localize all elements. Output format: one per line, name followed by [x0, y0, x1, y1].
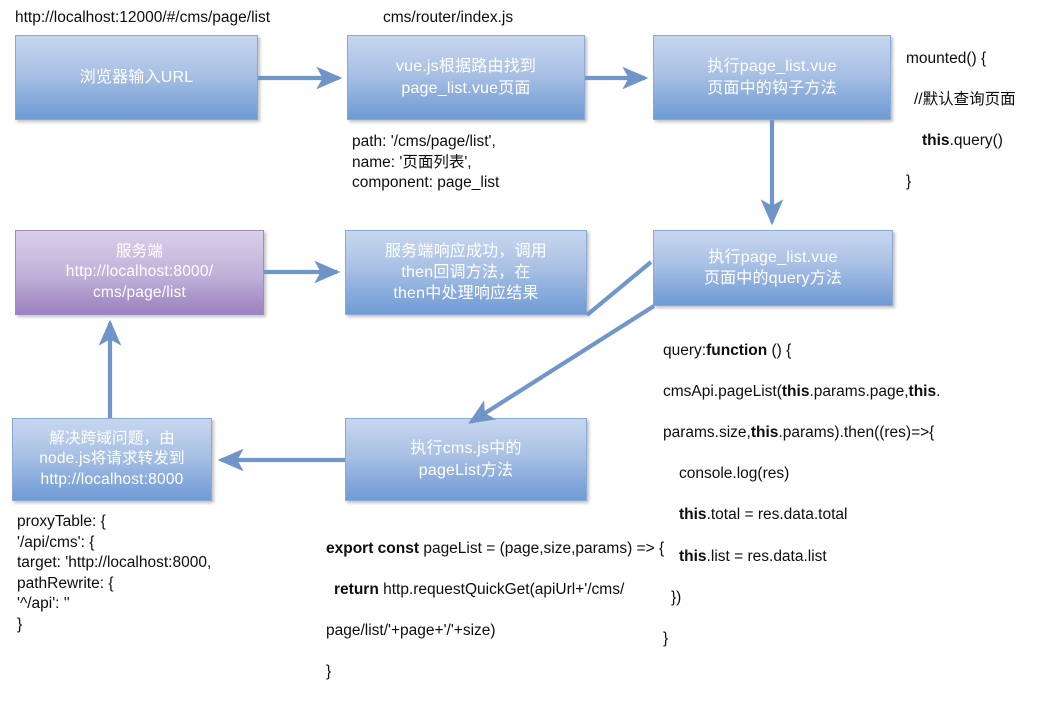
- mounted-this-keyword: this: [922, 132, 950, 150]
- mounted-line-3: this.query(): [906, 131, 1060, 152]
- router-config-snippet: path: '/cms/page/list', name: '页面列表', co…: [352, 133, 500, 192]
- query-line-6: this.list = res.data.list: [663, 547, 1053, 568]
- node-browser[interactable]: 浏览器输入URL: [15, 35, 258, 120]
- node-hook[interactable]: 执行page_list.vue 页面中的钩子方法: [653, 35, 891, 120]
- query-line-2: cmsApi.pageList(this.params.page,this.: [663, 382, 1053, 403]
- this-keyword-1: this: [781, 382, 810, 400]
- query-key: query:: [663, 341, 707, 359]
- query-snippet: query:function () { cmsApi.pageList(this…: [663, 320, 1053, 670]
- node-server-label: 服务端 http://localhost:8000/ cms/page/list: [65, 242, 214, 301]
- mounted-snippet: mounted() { //默认查询页面 this.query() }: [906, 28, 1060, 213]
- mounted-line-1: mounted() {: [906, 49, 987, 67]
- node-cmsjs-label: 执行cms.js中的 pageList方法: [410, 440, 522, 479]
- browser-url-label: http://localhost:12000/#/cms/page/list: [15, 9, 271, 26]
- mounted-query-call: .query(): [949, 132, 1003, 150]
- mounted-line-4: }: [906, 173, 912, 191]
- cms-line-2: return http.requestQuickGet(apiUrl+'/cms…: [326, 580, 746, 601]
- assign-total: .total = res.data.total: [706, 506, 848, 524]
- arrow-then-to-query: [585, 260, 653, 317]
- cms-line-4: }: [326, 663, 332, 681]
- function-keyword: function: [706, 341, 768, 359]
- connector-layer: [98, 66, 784, 472]
- mounted-line-2: //默认查询页面: [914, 90, 1016, 108]
- cms-line-1: export const pageList = (page,size,param…: [326, 539, 746, 560]
- node-cmsjs[interactable]: 执行cms.js中的 pageList方法: [345, 418, 587, 501]
- query-line-5: this.total = res.data.total: [663, 505, 1053, 526]
- dot-1: .: [936, 382, 941, 400]
- proxytable-snippet: proxyTable: { '/api/cms': { target: 'htt…: [17, 513, 212, 634]
- node-query-label: 执行page_list.vue 页面中的query方法: [703, 248, 843, 287]
- query-line-4: console.log(res): [679, 465, 790, 483]
- then-call: .params).then((res)=>{: [778, 424, 935, 442]
- node-hook-label: 执行page_list.vue 页面中的钩子方法: [707, 58, 837, 97]
- diagram-canvas: http://localhost:12000/#/cms/page/list c…: [12, 9, 1060, 680]
- node-then-label: 服务端响应成功，调用 then回调方法，在 then中处理响应结果: [384, 242, 547, 303]
- query-line-8: }: [663, 630, 669, 648]
- query-line-7: }): [671, 588, 682, 606]
- query-line-1: query:function () {: [663, 341, 1053, 362]
- this-keyword-4: this: [679, 506, 707, 524]
- params-size: params.size,: [663, 424, 751, 442]
- cms-line-3: page/list/'+page+'/'+size): [326, 622, 496, 640]
- node-router[interactable]: vue.js根据路由找到 page_list.vue页面: [347, 35, 585, 120]
- this-keyword-3: this: [750, 424, 779, 442]
- assign-list: .list = res.data.list: [706, 547, 827, 565]
- params-page: .params.page,: [809, 382, 909, 400]
- cmsjs-snippet: export const pageList = (page,size,param…: [326, 518, 746, 703]
- query-open: () {: [767, 341, 792, 359]
- node-server[interactable]: 服务端 http://localhost:8000/ cms/page/list: [15, 230, 264, 315]
- pagelist-call: cmsApi.pageList(: [663, 382, 782, 400]
- return-keyword: return: [334, 580, 379, 598]
- pagelist-signature: pageList = (page,size,params) => {: [419, 539, 665, 557]
- node-browser-label: 浏览器输入URL: [79, 68, 194, 86]
- node-proxy-label: 解决跨域问题，由 node.js将请求转发到 http://localhost:…: [39, 429, 185, 488]
- this-keyword-5: this: [679, 547, 707, 565]
- node-then[interactable]: 服务端响应成功，调用 then回调方法，在 then中处理响应结果: [345, 230, 587, 315]
- arrow-query-to-cmsjs: [468, 304, 656, 424]
- connector-svg: [98, 66, 784, 472]
- node-query[interactable]: 执行page_list.vue 页面中的query方法: [653, 230, 893, 306]
- export-const-keyword: export const: [326, 539, 420, 557]
- requestquickget-call: http.requestQuickGet(apiUrl+'/cms/: [378, 580, 625, 598]
- router-file-label: cms/router/index.js: [383, 9, 514, 26]
- node-proxy[interactable]: 解决跨域问题，由 node.js将请求转发到 http://localhost:…: [12, 418, 212, 501]
- this-keyword-2: this: [908, 382, 937, 400]
- node-router-label: vue.js根据路由找到 page_list.vue页面: [395, 58, 537, 97]
- query-line-3: params.size,this.params).then((res)=>{: [663, 423, 1053, 444]
